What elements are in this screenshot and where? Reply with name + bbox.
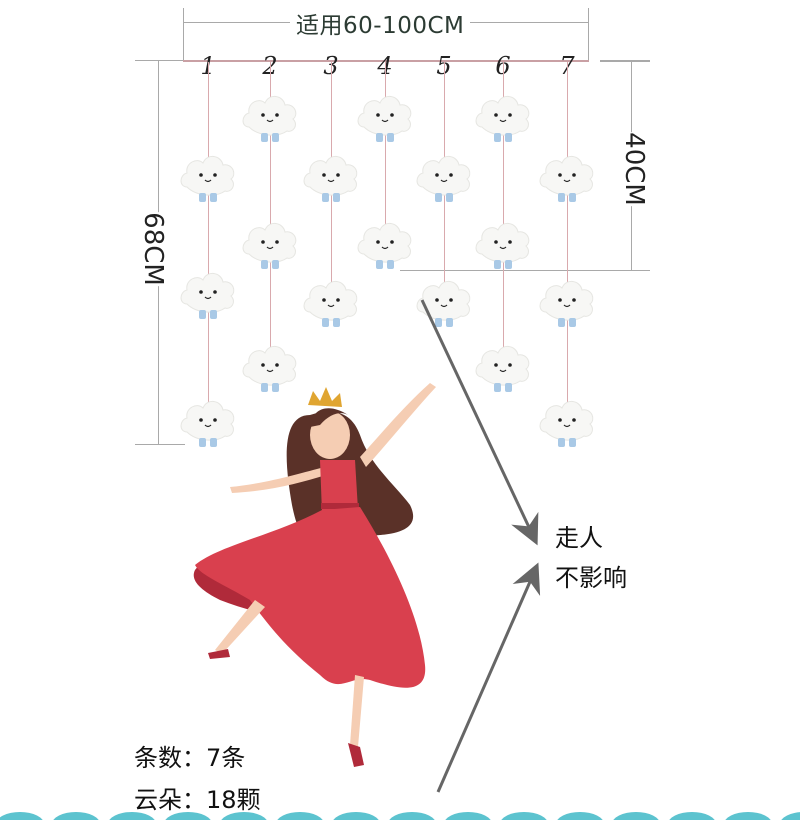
wave-bump bbox=[333, 812, 379, 820]
cloud-ornament bbox=[536, 147, 598, 209]
cloud-ornament bbox=[413, 147, 475, 209]
cloud-ornament bbox=[239, 214, 301, 276]
wave-bump bbox=[389, 812, 435, 820]
strand-string-1 bbox=[208, 62, 209, 422]
width-dimension-right-tick bbox=[588, 8, 589, 60]
cloud-ornament bbox=[239, 87, 301, 149]
wave-bump bbox=[0, 812, 43, 820]
strand-string-4 bbox=[385, 62, 386, 252]
right-dimension-top-tick bbox=[600, 61, 650, 62]
left-shoe bbox=[208, 649, 230, 659]
dress-bodice bbox=[320, 460, 358, 513]
right-leg bbox=[350, 675, 364, 747]
strand-string-7 bbox=[567, 62, 568, 422]
cloud-ornament bbox=[354, 214, 416, 276]
wave-bump bbox=[501, 812, 547, 820]
wave-bump bbox=[557, 812, 603, 820]
strand-string-6 bbox=[503, 62, 504, 382]
annotation-line-1: 走人 bbox=[555, 524, 603, 552]
wave-bump bbox=[53, 812, 99, 820]
wave-bump bbox=[445, 812, 491, 820]
cloud-ornament bbox=[177, 147, 239, 209]
cloud-ornament bbox=[472, 337, 534, 399]
wave-bump bbox=[669, 812, 715, 820]
wave-bump bbox=[277, 812, 323, 820]
wave-bump bbox=[725, 812, 771, 820]
cloud-ornament bbox=[536, 272, 598, 334]
cloud-ornament bbox=[300, 147, 362, 209]
left-dimension-bottom-tick bbox=[135, 444, 185, 445]
cloud-ornament bbox=[177, 264, 239, 326]
right-dimension-bottom-tick bbox=[400, 270, 650, 271]
fringe bbox=[310, 408, 348, 427]
left-leg bbox=[215, 600, 265, 654]
cloud-ornament bbox=[354, 87, 416, 149]
rod-extension-right bbox=[600, 60, 650, 61]
width-dimension-left-tick bbox=[183, 8, 184, 60]
cloud-ornament bbox=[300, 272, 362, 334]
strand-string-2 bbox=[270, 62, 271, 382]
arrow-up-icon bbox=[436, 562, 541, 793]
wave-bump bbox=[165, 812, 211, 820]
cloud-ornament bbox=[239, 337, 301, 399]
cloud-ornament bbox=[472, 87, 534, 149]
cloud-ornament bbox=[472, 214, 534, 276]
left-dimension-top-tick bbox=[135, 60, 165, 61]
wave-bump bbox=[109, 812, 155, 820]
width-dimension-label: 适用60-100CM bbox=[290, 6, 471, 40]
dress-belt bbox=[321, 503, 359, 509]
right-arm bbox=[360, 383, 436, 467]
wave-bump bbox=[781, 812, 800, 820]
crown-icon bbox=[308, 387, 342, 407]
wave-border bbox=[0, 812, 800, 820]
dress-skirt bbox=[195, 507, 426, 688]
left-arm bbox=[230, 467, 326, 493]
strand-count-text: 条数：7条 bbox=[134, 744, 246, 772]
wave-bump bbox=[613, 812, 659, 820]
curtain-rod bbox=[183, 60, 589, 62]
right-shoe bbox=[348, 743, 364, 767]
cloud-count-text: 云朵：18颗 bbox=[134, 786, 261, 814]
arrow-down-icon bbox=[420, 299, 539, 546]
annotation-line-2: 不影响 bbox=[555, 564, 627, 592]
dancing-girl-illustration bbox=[193, 383, 436, 767]
cloud-ornament bbox=[536, 392, 598, 454]
cloud-ornament bbox=[177, 392, 239, 454]
cloud-ornament bbox=[413, 272, 475, 334]
wave-bump bbox=[221, 812, 267, 820]
